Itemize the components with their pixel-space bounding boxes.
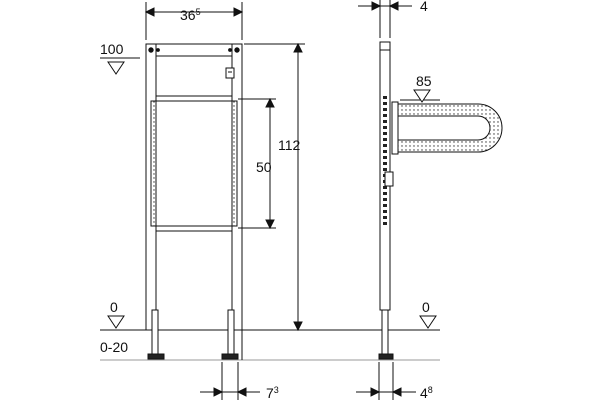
frame-plate xyxy=(225,67,235,79)
side-depth-bottom-label: 48 xyxy=(420,385,433,400)
mounting-panel-right-strip xyxy=(231,100,238,227)
front-dimensions xyxy=(100,2,305,400)
front-view xyxy=(100,43,345,361)
side-post-cap xyxy=(379,41,391,51)
side-depth-top-label: 4 xyxy=(420,0,428,14)
side-foot-tube xyxy=(381,309,389,355)
side-labels: 4 85 0 48 xyxy=(416,0,433,401)
foot-width-label: 73 xyxy=(266,385,279,400)
right-foot-plate xyxy=(221,353,239,360)
side-dimensions xyxy=(356,0,440,400)
frame-lower-crossbar xyxy=(155,225,233,232)
side-view xyxy=(345,41,503,361)
front-labels: 365 112 50 100 0 0-20 73 xyxy=(100,7,301,401)
grab-bar-mount xyxy=(391,101,399,155)
side-bracket xyxy=(384,171,394,187)
frame-height-label: 112 xyxy=(278,137,301,153)
frame-upper-crossbar xyxy=(155,95,233,102)
handle-height-label: 85 xyxy=(416,73,432,89)
grab-bar xyxy=(391,103,503,153)
floor-range-label: 0-20 xyxy=(100,339,128,355)
left-foot-tube xyxy=(151,309,159,355)
floor-right-label: 0 xyxy=(422,299,430,315)
frame-bolt xyxy=(156,48,160,52)
floor-left-label: 0 xyxy=(110,299,118,315)
left-foot-plate xyxy=(147,353,165,360)
right-foot-tube xyxy=(227,309,235,355)
frame-opening-label: 50 xyxy=(256,159,272,175)
frame-width-label: 365 xyxy=(180,7,201,23)
mounting-panel-left-strip xyxy=(150,100,157,227)
frame-bolt xyxy=(148,47,154,53)
frame-bolt xyxy=(234,47,240,53)
side-foot-plate xyxy=(378,353,394,360)
frame-bolt xyxy=(228,48,232,52)
frame-top-rail xyxy=(145,43,243,57)
side-post-holes xyxy=(383,96,387,226)
top-level-label: 100 xyxy=(100,41,124,57)
